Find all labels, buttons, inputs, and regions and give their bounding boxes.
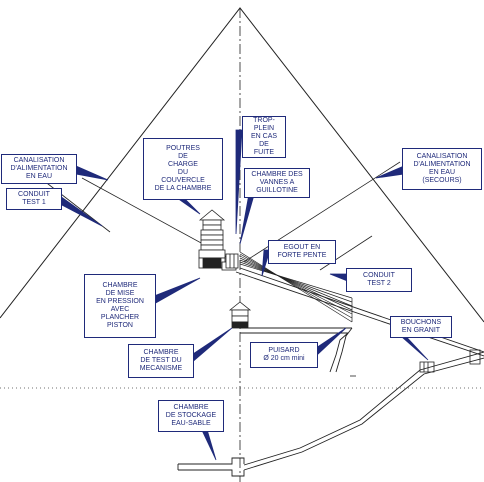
label-conduit-test-2: CONDUIT TEST 2 (346, 268, 412, 292)
label-puisard: PUISARD Ø 20 cm mini (250, 342, 318, 368)
granite-plugs (350, 349, 481, 377)
label-poutres-de-charge: POUTRES DE CHARGE DU COUVERCLE DE LA CHA… (143, 138, 223, 200)
label-chambre-de-test: CHAMBRE DE TEST DU MECANISME (128, 344, 194, 378)
label-conduit-test-1: CONDUIT TEST 1 (6, 188, 62, 210)
label-chambre-de-mise-en-pression: CHAMBRE DE MISE EN PRESSION AVEC PLANCHE… (84, 274, 156, 338)
label-egout-forte-pente: EGOUT EN FORTE PENTE (268, 240, 336, 264)
descending-passage (235, 267, 484, 357)
storage-chute (243, 351, 484, 471)
gate-chamber (225, 253, 239, 269)
label-chambre-de-stockage: CHAMBRE DE STOCKAGE EAU-SABLE (158, 400, 224, 432)
lower-corridor (240, 327, 353, 373)
storage-chamber (177, 457, 245, 477)
sewer-pipes (239, 251, 353, 323)
label-canalisation-secours: CANALISATION D'ALIMENTATION EN EAU (SECO… (402, 148, 482, 190)
label-trop-plein: TROP-PLEIN EN CAS DE FUITE (242, 116, 286, 158)
label-bouchons-en-granit: BOUCHONS EN GRANIT (390, 316, 452, 338)
label-canalisation-alimentation-eau: CANALISATION D'ALIMENTATION EN EAU (1, 154, 77, 184)
test-chamber (228, 301, 252, 329)
label-chambre-des-vannes: CHAMBRE DES VANNES A GUILLOTINE (244, 168, 310, 198)
